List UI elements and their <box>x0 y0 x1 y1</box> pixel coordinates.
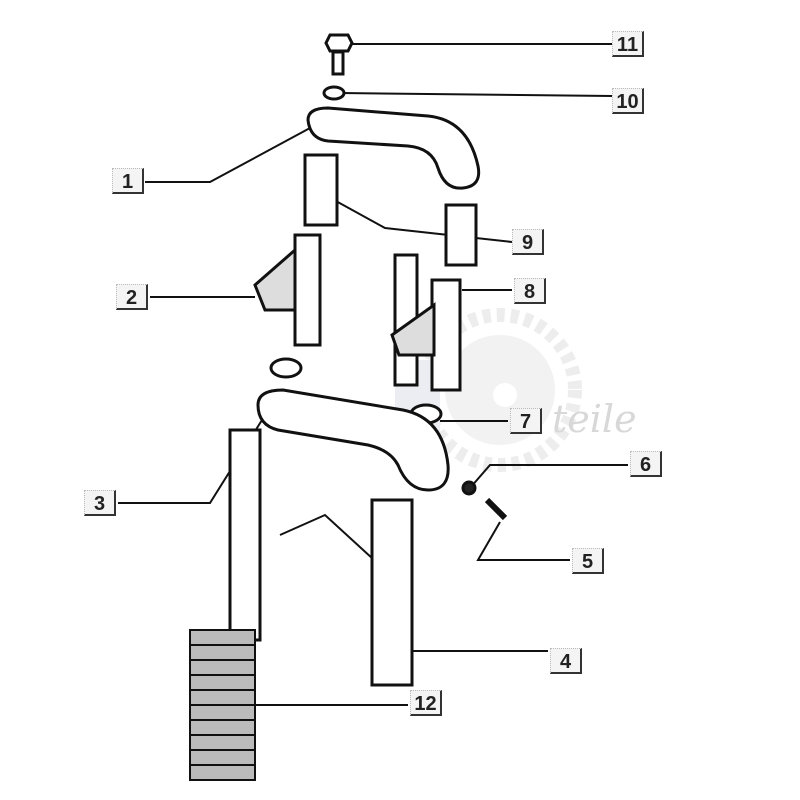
watermark-text: teile <box>552 397 637 441</box>
lower-clamp-part <box>256 388 450 492</box>
bolt-part <box>324 33 354 53</box>
callout-3[interactable]: 3 <box>84 490 116 516</box>
callout-10[interactable]: 10 <box>612 88 644 114</box>
callout-12[interactable]: 12 <box>410 690 442 716</box>
bearing-left <box>269 357 303 379</box>
rubber-gaiter <box>189 629 256 781</box>
bracket-left <box>253 246 297 312</box>
fork-tube-left <box>228 428 262 642</box>
top-bridge-part <box>306 106 481 190</box>
screw-part <box>484 497 508 521</box>
parts <box>189 33 508 781</box>
nut-part <box>461 480 477 496</box>
callout-5[interactable]: 5 <box>572 548 604 574</box>
washer-part <box>322 85 346 101</box>
callout-11[interactable]: 11 <box>612 31 644 57</box>
callout-1[interactable]: 1 <box>112 168 144 194</box>
callout-6[interactable]: 6 <box>630 451 662 477</box>
callout-7[interactable]: 7 <box>510 408 542 434</box>
upper-tube-left <box>293 233 322 347</box>
callout-4[interactable]: 4 <box>550 648 582 674</box>
callout-8[interactable]: 8 <box>514 278 546 304</box>
fork-tube-right <box>370 498 414 687</box>
upper-tube-right <box>430 278 462 392</box>
callout-9[interactable]: 9 <box>512 229 544 255</box>
bushing-right <box>444 203 478 267</box>
bolt-shank <box>331 50 345 76</box>
callout-2[interactable]: 2 <box>116 284 148 310</box>
bushing-left <box>303 153 339 227</box>
bracket-right <box>390 302 436 357</box>
